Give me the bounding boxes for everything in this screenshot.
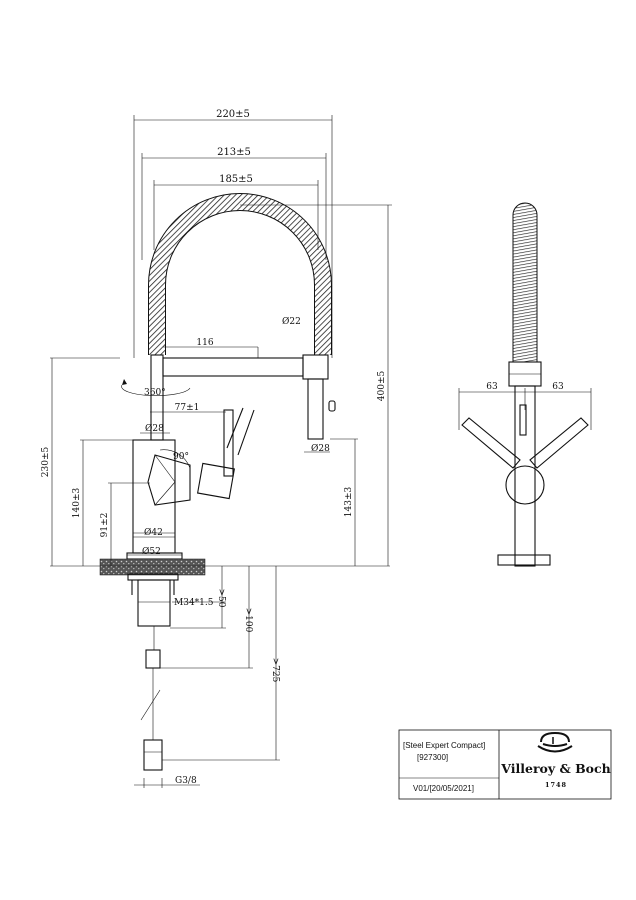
connection-label: G3/8 xyxy=(175,776,197,786)
side-hose xyxy=(512,202,538,363)
villeroy-boch-logo-icon xyxy=(537,731,573,753)
side-stem xyxy=(519,404,527,436)
dim-400 xyxy=(240,204,392,566)
lever-hub xyxy=(147,454,191,506)
dim-230 xyxy=(50,357,120,566)
spray-button xyxy=(328,400,336,412)
lever-angle-label: 90° xyxy=(173,452,189,462)
side-lever-left xyxy=(461,417,521,469)
hose-connector xyxy=(145,649,161,669)
dim-220-label: 220±5 xyxy=(216,109,250,120)
spout-diameter-label: Ø28 xyxy=(145,423,164,434)
countertop xyxy=(99,558,206,576)
body-diameter-label: Ø42 xyxy=(144,527,163,538)
dim-400-label: 400±5 xyxy=(377,371,387,402)
spout-arm xyxy=(162,357,304,377)
dim-116-label: 116 xyxy=(196,338,213,348)
side-lever-hub xyxy=(505,465,545,505)
spray-head-top xyxy=(302,354,329,380)
dim-213 xyxy=(141,153,327,260)
dim-91-label: 91±2 xyxy=(100,513,110,538)
product-name: [Steel Expert Compact] xyxy=(403,741,485,750)
article-number: [927300] xyxy=(417,753,448,762)
g38-fitting xyxy=(143,739,163,771)
side-lever-right xyxy=(529,417,589,469)
thread-label: M34*1.5 xyxy=(174,598,214,608)
lever-shaft xyxy=(223,409,234,477)
depth-50-label: >50 xyxy=(216,589,226,608)
lever-block xyxy=(197,462,235,500)
dim-185-label: 185±5 xyxy=(219,174,253,185)
dim-213-label: 213±5 xyxy=(217,147,251,158)
dim-91 xyxy=(108,482,150,566)
dim-185 xyxy=(153,180,319,250)
dim-140-label: 140±3 xyxy=(72,488,82,519)
side-view: 63 63 xyxy=(458,202,592,567)
dim-230-label: 230±5 xyxy=(41,447,51,478)
dim-143 xyxy=(330,438,358,566)
side-dim-right: 63 xyxy=(552,382,564,392)
version-date: V01/[20/05/2021] xyxy=(413,784,474,793)
front-view: 220±5 213±5 185±5 Ø22 116 360° 77±1 Ø28 … xyxy=(41,109,392,788)
brand-year: 1748 xyxy=(545,781,567,789)
spray-diameter-label: Ø28 xyxy=(311,443,330,454)
dim-143-label: 143±3 xyxy=(344,487,354,518)
dim-77-label: 77±1 xyxy=(175,403,200,413)
title-block: [Steel Expert Compact] [927300] V01/[20/… xyxy=(398,729,612,800)
rotation-arrow xyxy=(121,384,191,396)
side-body xyxy=(514,385,536,567)
side-dim-left: 63 xyxy=(486,382,498,392)
lever-angle-arc xyxy=(159,449,191,469)
dim-220 xyxy=(133,115,333,358)
lever-angled xyxy=(237,409,255,456)
side-base xyxy=(497,554,551,566)
spray-head xyxy=(307,378,324,440)
depth-100-label: >100 xyxy=(243,608,253,633)
depth-725-label: >725 xyxy=(270,658,280,683)
dim-140 xyxy=(80,439,133,566)
rotation-label: 360° xyxy=(144,388,166,398)
base-diameter-label: Ø52 xyxy=(142,546,161,557)
hose-diameter-label: Ø22 xyxy=(282,316,301,327)
brand-name: Villeroy & Boch xyxy=(500,761,610,776)
threaded-rod xyxy=(137,579,171,627)
